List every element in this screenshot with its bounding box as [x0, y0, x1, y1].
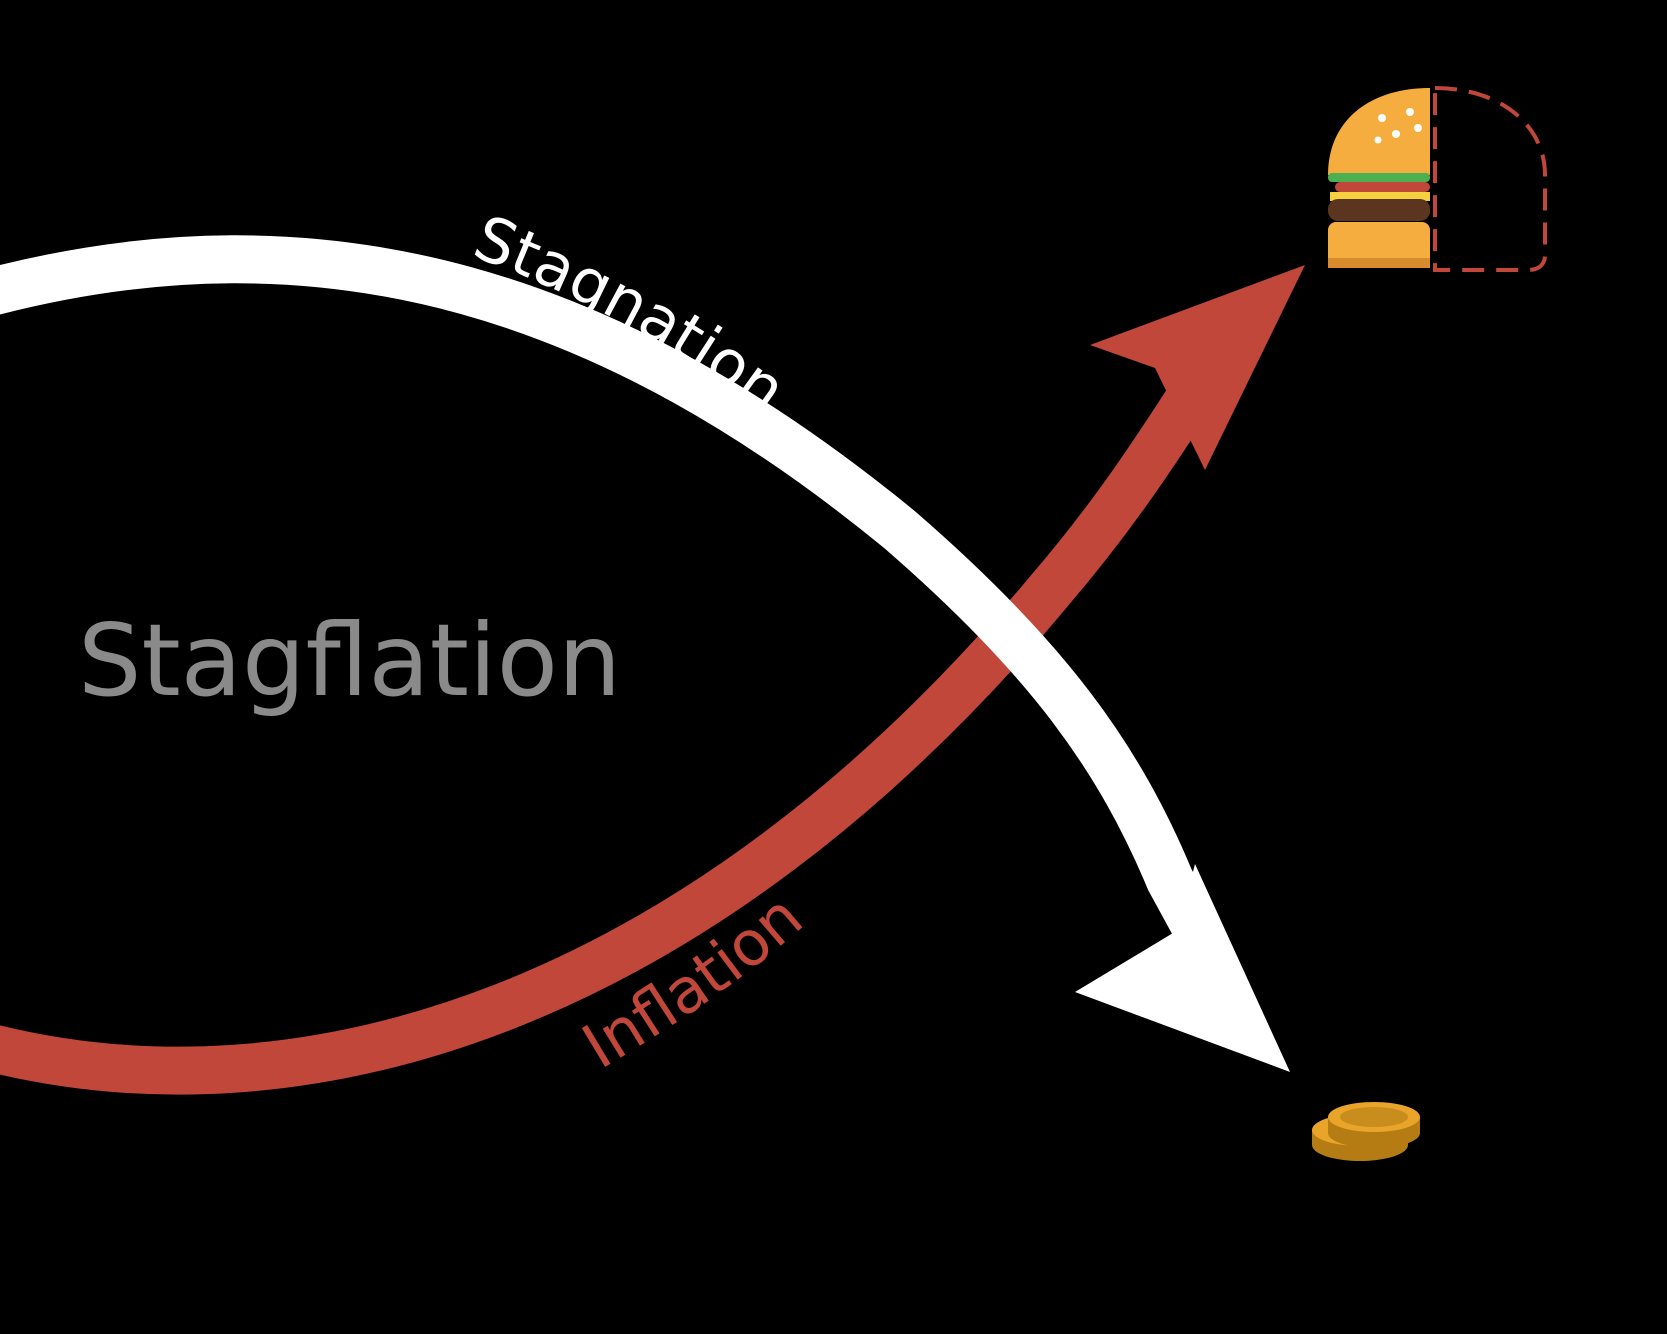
burger-icon [1328, 88, 1545, 270]
coins-icon [1312, 1102, 1420, 1161]
diagram-title: Stagflation [78, 602, 621, 719]
inflation-curve [0, 390, 1195, 1071]
inflation-arrowhead [1090, 265, 1305, 470]
